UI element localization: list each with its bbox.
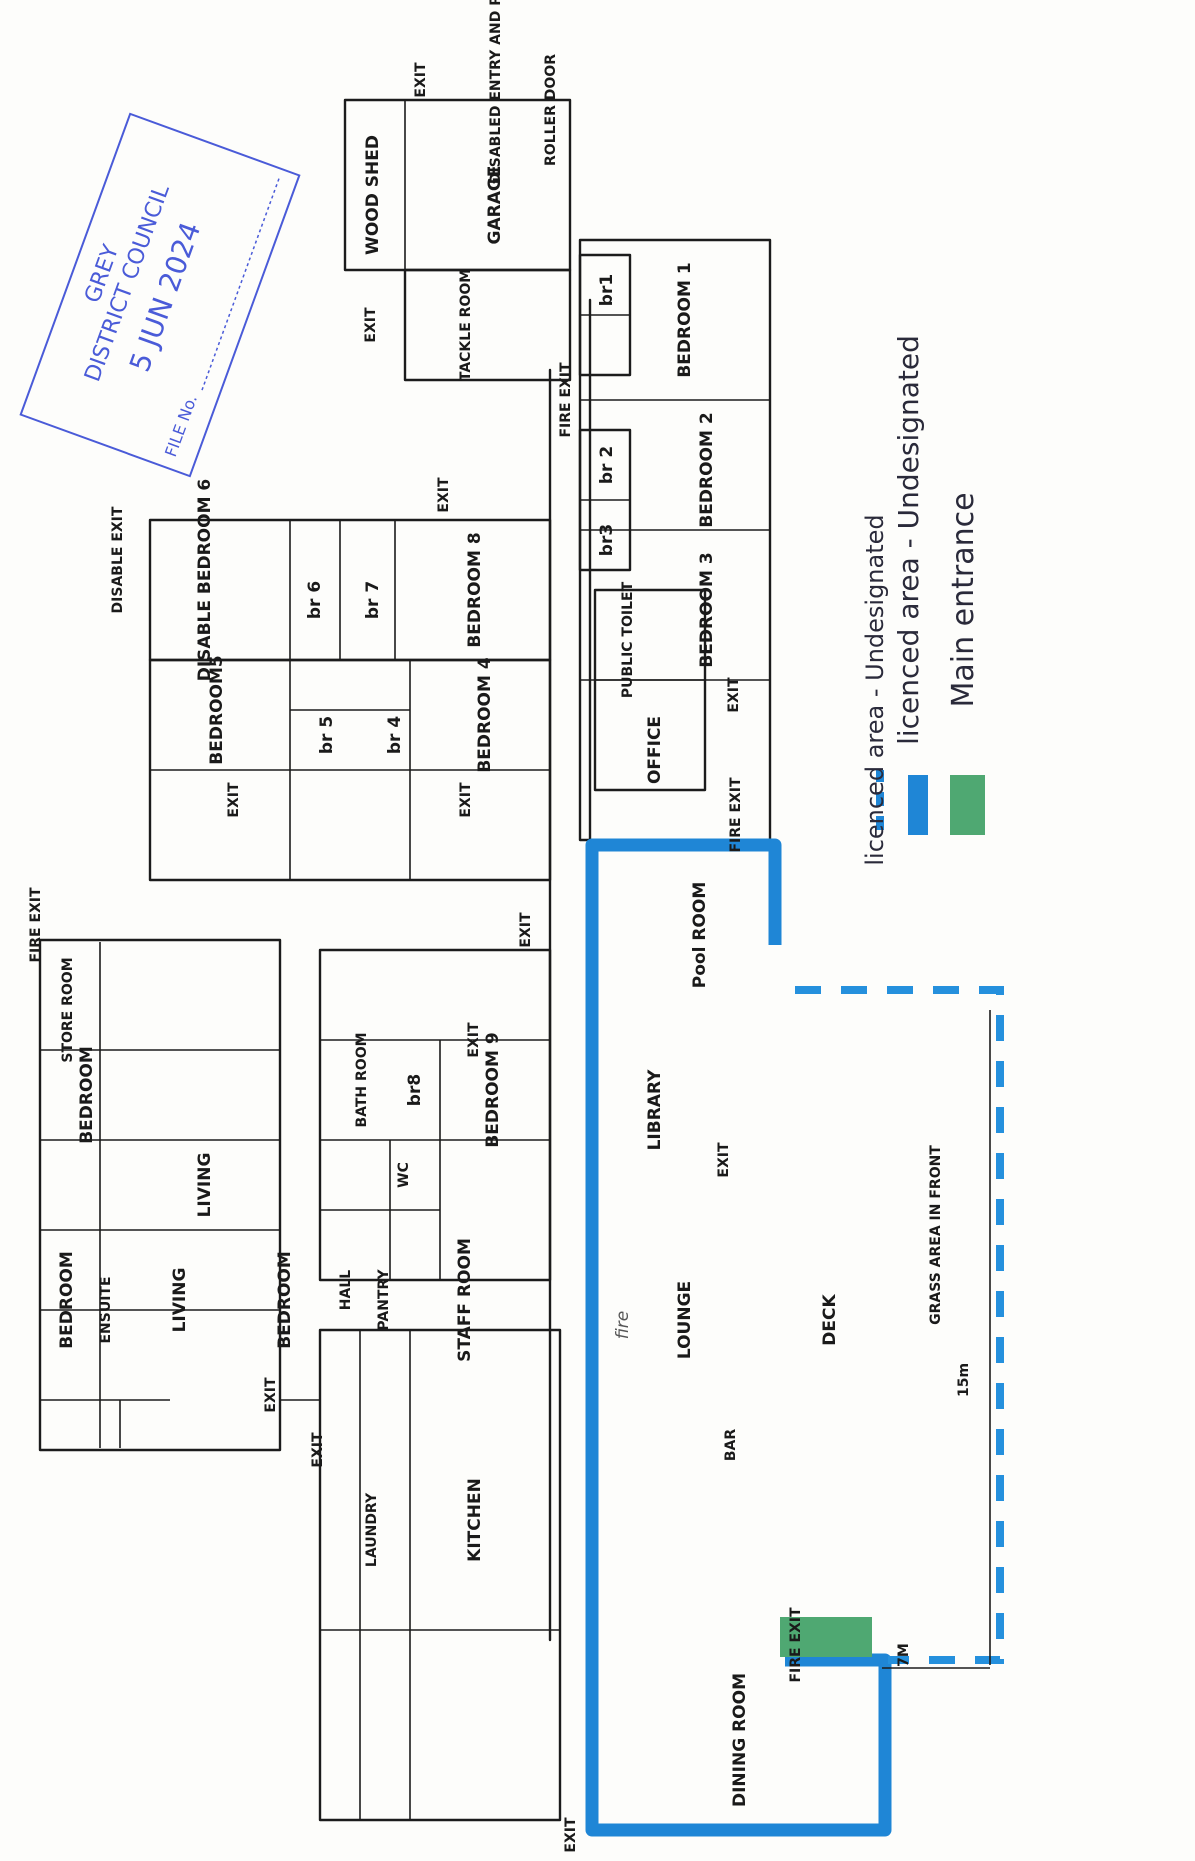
label-pantry: PANTRY <box>376 1269 392 1331</box>
label-living-left: LIVING <box>170 1268 190 1333</box>
legend-dashed-text: licenced area - Undesignated <box>861 514 889 865</box>
label-br4: br 4 <box>385 716 405 754</box>
label-deck: DECK <box>820 1293 840 1345</box>
label-kitchen: KITCHEN <box>465 1478 485 1562</box>
label-bedroom-top: BEDROOM <box>77 1046 97 1144</box>
label-br5: br 5 <box>317 716 337 754</box>
label-br2: br 2 <box>597 446 617 484</box>
label-roller-door: ROLLER DOOR <box>543 54 559 166</box>
label-store-room: STORE ROOM <box>60 957 76 1062</box>
label-bedroom8: BEDROOM 8 <box>465 532 485 647</box>
label-bathroom: BATH ROOM <box>354 1032 370 1127</box>
label-grass-area: GRASS AREA IN FRONT <box>928 1145 944 1325</box>
dimension-lines <box>882 1010 991 1669</box>
label-exit-library: EXIT <box>716 1142 732 1178</box>
label-staff-room: STAFF ROOM <box>455 1238 475 1362</box>
label-exit-left: EXIT <box>263 1377 279 1413</box>
label-disable-bedroom: DISABLE BEDROOM 6 <box>195 479 215 682</box>
label-exit-bedroom9: EXIT <box>466 1022 482 1058</box>
label-br8: br8 <box>405 1074 425 1106</box>
label-dining-room: DINING ROOM <box>730 1673 750 1807</box>
label-garage: GARAGE <box>485 166 505 245</box>
legend: licenced area - Undesignated licenced ar… <box>861 335 985 866</box>
label-exit-bedroom8: EXIT <box>436 477 452 513</box>
legend-solid-text: licenced area - Undesignated <box>892 335 925 745</box>
label-wc: WC <box>396 1162 412 1188</box>
label-br7: br 7 <box>363 581 383 619</box>
label-exit-kitchen: EXIT <box>310 1432 326 1468</box>
label-br6: br 6 <box>305 581 325 619</box>
label-bar: BAR <box>723 1429 739 1462</box>
label-fire-exit-corridor: FIRE EXIT <box>558 362 574 438</box>
building-walls <box>38 98 772 1822</box>
label-exit-dining: EXIT <box>563 1817 579 1853</box>
label-bedroom1: BEDROOM 1 <box>675 262 695 377</box>
licensed-area-outline <box>585 838 1004 1837</box>
label-exit-corridor: EXIT <box>518 912 534 948</box>
label-exit-garage: EXIT <box>413 62 429 98</box>
label-exit-tackle: EXIT <box>363 307 379 343</box>
label-living-top: LIVING <box>195 1153 215 1218</box>
label-exit-bedroom5: EXIT <box>226 782 242 818</box>
label-disable-exit: DISABLE EXIT <box>110 506 126 613</box>
label-bedroom-left: BEDROOM <box>57 1251 77 1349</box>
label-disabled-entry: DISABLED ENTRY AND PARKING <box>488 0 504 184</box>
label-fire: fire <box>613 1311 633 1339</box>
label-laundry: LAUNDRY <box>364 1492 380 1567</box>
label-lounge: LOUNGE <box>675 1281 695 1359</box>
label-tackle-room: TACKLE ROOM <box>458 269 474 381</box>
exit-labels: FIRE EXIT EXIT EXIT EXIT EXIT EXIT EXIT … <box>28 0 972 1853</box>
label-pool-room: Pool ROOM <box>690 882 710 988</box>
label-fire-exit-office: FIRE EXIT <box>728 777 744 853</box>
label-fire-exit-top: FIRE EXIT <box>28 887 44 963</box>
legend-green-text: Main entrance <box>946 492 981 707</box>
label-bedroom-mid: BEDROOM <box>275 1251 295 1349</box>
label-public-toilet: PUBLIC TOILET <box>620 581 636 698</box>
label-br1: br1 <box>597 274 617 306</box>
main-entrance-marker <box>780 1617 872 1657</box>
label-ensuite: ENSUITE <box>98 1276 114 1343</box>
label-bedroom9: BEDROOM 9 <box>483 1032 503 1147</box>
label-exit-bedroom4: EXIT <box>458 782 474 818</box>
legend-green-swatch <box>950 775 985 835</box>
label-dim-7m: 7M <box>896 1643 912 1667</box>
label-hall: HALL <box>338 1270 354 1310</box>
label-wood-shed: WOOD SHED <box>363 135 383 255</box>
label-fire-exit-deck: FIRE EXIT <box>788 1607 804 1683</box>
label-bedroom2: BEDROOM 2 <box>697 412 717 527</box>
label-library: LIBRARY <box>645 1069 665 1151</box>
legend-solid-swatch <box>908 775 928 835</box>
label-office: OFFICE <box>645 716 665 784</box>
label-br3: br3 <box>597 524 617 556</box>
council-stamp: GREY DISTRICT COUNCIL 5 JUN 2024 FILE No… <box>19 112 301 478</box>
label-bedroom5: BEDROOM5 <box>207 655 227 764</box>
label-exit-office: EXIT <box>726 677 742 713</box>
label-dim-15m: 15m <box>956 1363 972 1397</box>
stamp-file-label: FILE No. <box>161 392 201 459</box>
label-bedroom4: BEDROOM 4 <box>475 657 495 773</box>
room-labels: STORE ROOM BEDROOM LIVING BEDROOM ENSUIT… <box>57 135 840 1807</box>
label-bedroom3: BEDROOM 3 <box>697 552 717 667</box>
